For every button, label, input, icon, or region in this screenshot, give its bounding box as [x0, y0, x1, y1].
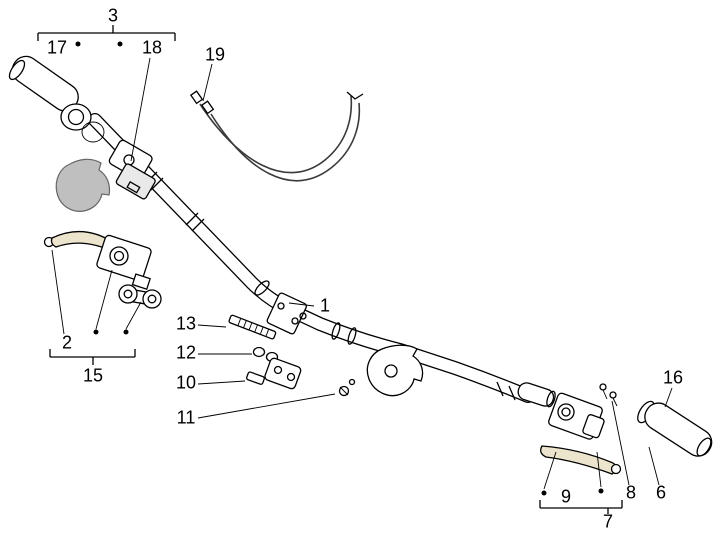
spring-screw: [228, 314, 277, 340]
callout-2: 2: [61, 332, 73, 353]
callout-11: 11: [176, 407, 196, 428]
callout-15: 15: [82, 365, 104, 386]
callout-7: 7: [602, 511, 614, 532]
callout-19: 19: [204, 44, 226, 65]
callout-6: 6: [655, 482, 667, 503]
callout-8: 8: [625, 482, 637, 503]
handlebar-tube: [88, 113, 535, 403]
callout-1: 1: [319, 295, 331, 316]
callout-9: 9: [560, 486, 572, 507]
callout-12: 12: [175, 342, 197, 363]
callout-10: 10: [175, 372, 197, 393]
left-switch-assembly: [55, 139, 156, 212]
left-brake-lever-assembly: [43, 230, 162, 309]
center-clamp-parts: [228, 292, 424, 397]
callout-18: 18: [141, 37, 163, 58]
callout-17: 17: [46, 37, 68, 58]
right-assembly: [517, 382, 713, 475]
callout-3: 3: [107, 5, 119, 26]
left-grip: [8, 55, 105, 143]
callout-markers: [37, 25, 673, 514]
callout-16: 16: [662, 367, 684, 388]
callout-13: 13: [175, 313, 197, 334]
throttle-cables: [189, 90, 364, 182]
